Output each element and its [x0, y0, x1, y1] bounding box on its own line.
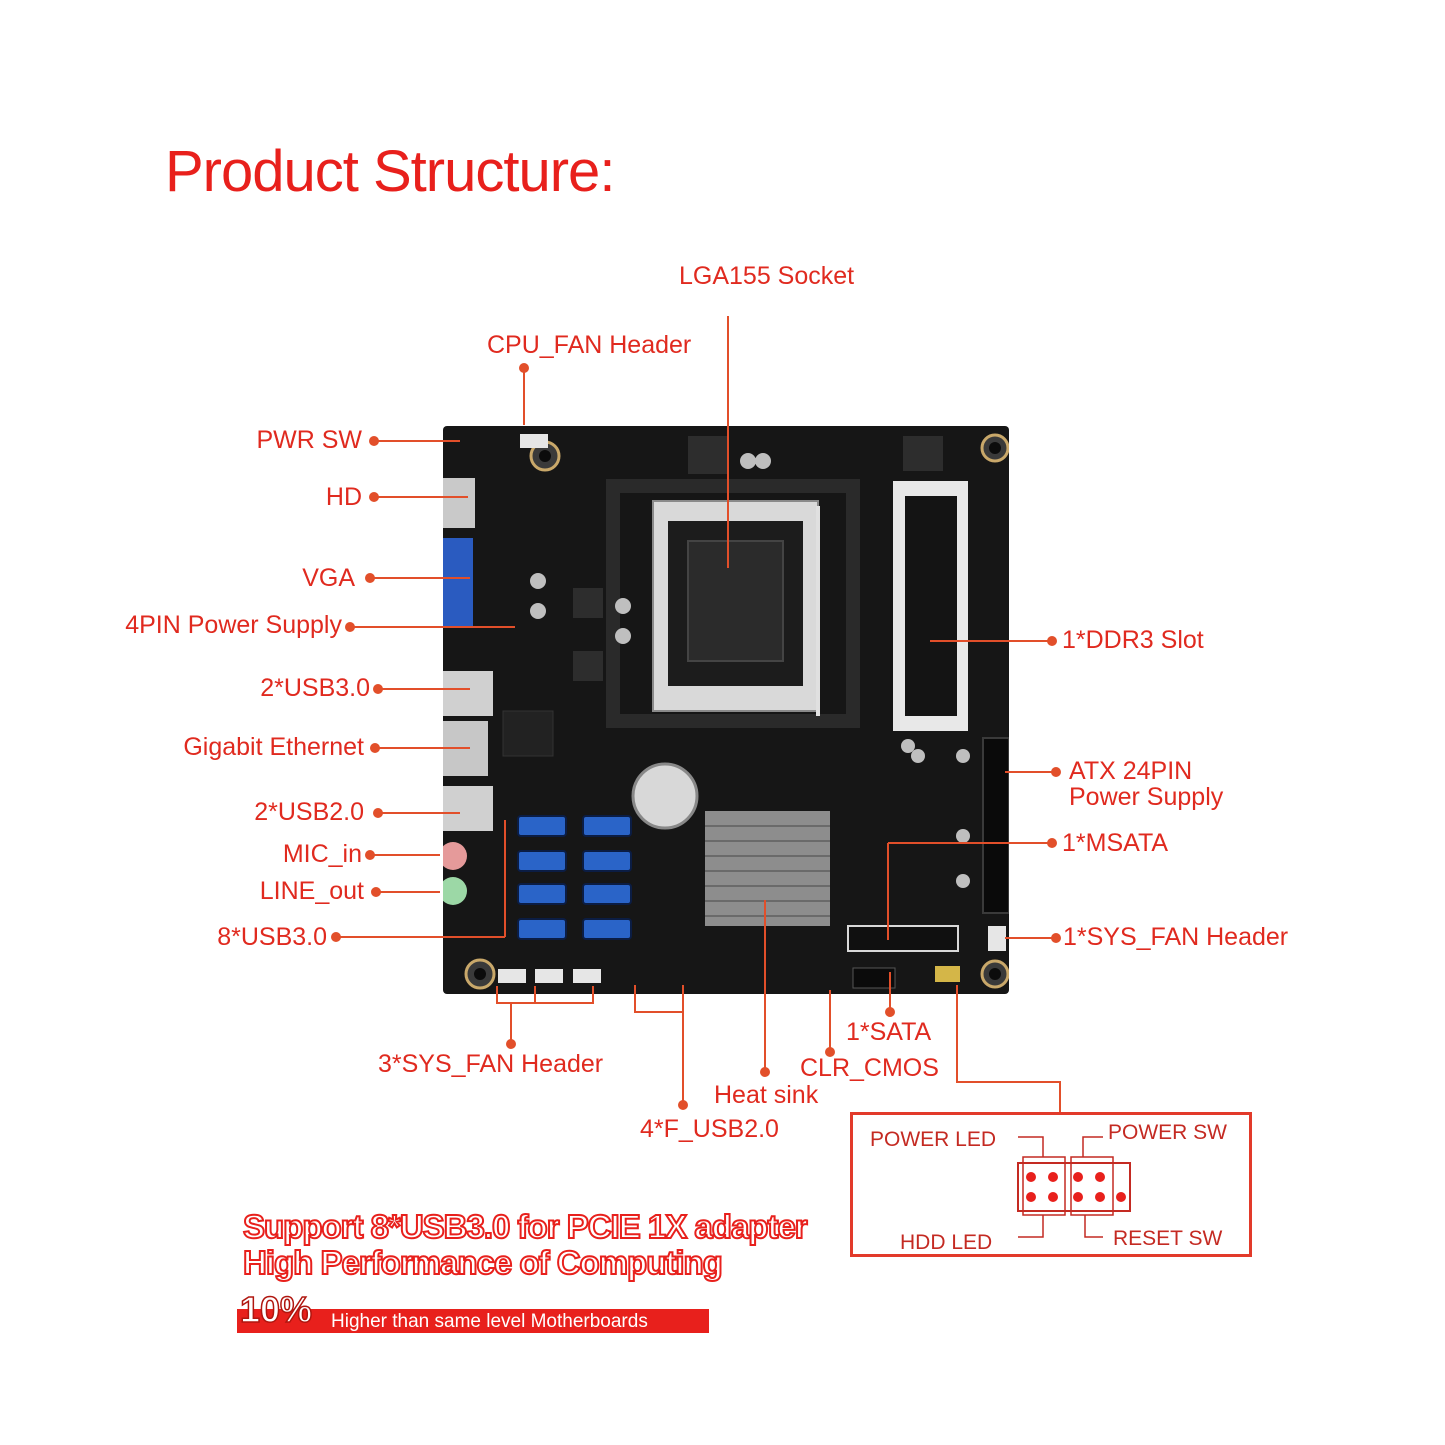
label-4pin-power: 4PIN Power Supply [125, 611, 342, 639]
page-title: Product Structure: [165, 139, 615, 204]
label-sys-fan-header: 1*SYS_FAN Header [1063, 923, 1289, 951]
label-2-usb20: 2*USB2.0 [254, 798, 364, 826]
label-heat-sink: Heat sink [714, 1081, 819, 1109]
promo-line-1: Support 8*USB3.0 for PCIE 1X adapter [242, 1207, 809, 1246]
label-hd: HD [325, 483, 362, 511]
label-8-usb30: 8*USB3.0 [217, 923, 327, 951]
pin-header-drawing [1017, 1136, 1131, 1238]
label-mic-in: MIC_in [282, 840, 362, 868]
motherboard-drawing [418, 433, 1010, 990]
label-cpu-fan-header: CPU_FAN Header [487, 331, 692, 359]
label-3-sys-fan: 3*SYS_FAN Header [378, 1050, 604, 1078]
promo-bar [237, 1309, 709, 1333]
panel-reset-sw-label: RESET SW [1113, 1227, 1223, 1250]
promo-note: Higher than same level Motherboards [331, 1311, 648, 1332]
panel-power-sw-label: POWER SW [1108, 1121, 1227, 1144]
label-clr-cmos: CLR_CMOS [800, 1054, 939, 1082]
label-gigabit-ethernet: Gigabit Ethernet [183, 733, 364, 761]
label-vga: VGA [302, 564, 355, 592]
front-panel-header-box: POWER LED POWER SW HDD LED RESET SW [850, 1112, 1252, 1257]
label-2-usb30: 2*USB3.0 [260, 674, 370, 702]
label-ddr3-slot: 1*DDR3 Slot [1062, 626, 1204, 654]
label-atx24-line1: ATX 24PIN [1069, 757, 1193, 785]
label-pwr-sw: PWR SW [256, 426, 362, 454]
motherboard-image [418, 426, 1010, 994]
panel-hdd-led-label: HDD LED [900, 1231, 993, 1254]
label-atx24-line2: Power Supply [1069, 783, 1224, 811]
label-lga-socket: LGA155 Socket [679, 262, 855, 290]
label-line-out: LINE_out [259, 877, 364, 905]
promo-line-2: High Performance of Computing [242, 1243, 724, 1282]
label-sata: 1*SATA [846, 1018, 932, 1046]
label-f-usb20: 4*F_USB2.0 [640, 1115, 779, 1143]
promo-percent: 10% [239, 1288, 313, 1331]
panel-power-led-label: POWER LED [870, 1128, 997, 1151]
label-msata: 1*MSATA [1062, 829, 1169, 857]
